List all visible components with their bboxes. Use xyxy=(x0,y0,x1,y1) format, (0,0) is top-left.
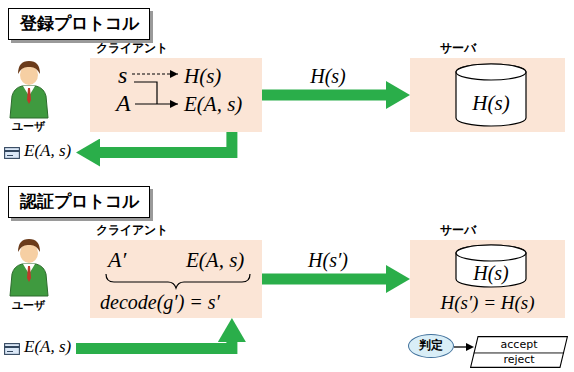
decision-ellipse: 判定 xyxy=(408,334,454,358)
user-tie xyxy=(27,88,31,104)
edge-label: H(s) xyxy=(308,65,348,88)
math-expression: H(s′) = H(s) xyxy=(440,292,534,314)
user-label: ユーザ xyxy=(12,300,45,313)
server-box: サーバH(s) xyxy=(410,58,565,132)
card-icon: E(A, s) xyxy=(4,338,76,359)
user-face xyxy=(20,65,38,85)
server-box: サーバH(s′) = H(s)H(s) xyxy=(410,240,565,318)
math-symbol: s xyxy=(118,62,127,90)
result-parallelogram: accept reject xyxy=(470,336,568,368)
user-shirt xyxy=(23,264,35,274)
node-text: 登録プロトコル xyxy=(20,14,139,34)
hash-arrow xyxy=(132,73,178,74)
underbrace xyxy=(106,274,250,288)
flow-arrow xyxy=(90,132,232,153)
math-expression: E(A, s) xyxy=(184,92,242,116)
section-title: 登録プロトコル xyxy=(8,8,150,40)
parallelogram xyxy=(471,337,568,368)
user-face xyxy=(20,243,38,263)
cylinder-body xyxy=(456,64,526,126)
card-stripe xyxy=(5,346,20,348)
box-heading: クライアント xyxy=(96,224,168,238)
math-expression: H(s) xyxy=(184,64,221,88)
card-graphic xyxy=(4,343,20,355)
user-body xyxy=(10,86,48,118)
cylinder-body xyxy=(456,245,526,287)
card-line xyxy=(7,155,13,156)
card-body xyxy=(5,147,20,158)
user-hair xyxy=(18,239,40,252)
flow-arrow xyxy=(76,332,232,349)
card-line xyxy=(7,351,13,352)
result-text: accept xyxy=(501,339,538,352)
math-expression: E(A, s) xyxy=(24,337,71,357)
client-box: クライアントA′E(A, s)decode(g′) = s′ xyxy=(90,240,262,318)
client-box: クライアントsAH(s)E(A, s) xyxy=(90,58,262,132)
edge-label: H(s′) xyxy=(306,249,350,272)
node-text: 認証プロトコル xyxy=(20,192,139,212)
math-expression: E(A, s) xyxy=(186,248,244,272)
user-icon xyxy=(10,61,48,118)
database-cylinder: H(s) xyxy=(455,244,527,288)
user-icon xyxy=(10,239,48,296)
card-icon: E(A, s) xyxy=(4,142,76,163)
encode-arrow xyxy=(135,103,178,104)
section-title: 認証プロトコル xyxy=(8,186,150,218)
decision-arrow xyxy=(454,346,471,347)
math-expression: decode(g′) = s′ xyxy=(100,291,220,314)
input-bracket xyxy=(134,82,157,104)
database-cylinder: H(s) xyxy=(455,63,527,127)
card-stripe xyxy=(5,150,20,152)
cylinder-top xyxy=(456,245,526,261)
box-heading: サーバ xyxy=(440,42,476,56)
user-shirt xyxy=(23,86,35,96)
box-heading: サーバ xyxy=(440,224,476,238)
cylinder-top xyxy=(456,64,526,80)
user-tie xyxy=(27,266,31,282)
flow-arrow xyxy=(262,90,396,101)
box-heading: クライアント xyxy=(96,42,168,56)
math-expression: H(s) xyxy=(473,262,509,285)
node-text: 判定 xyxy=(419,339,443,353)
math-expression: H(s) xyxy=(472,91,509,115)
card-graphic xyxy=(4,147,20,159)
flow-arrow xyxy=(262,274,396,285)
math-expression: E(A, s) xyxy=(24,141,71,161)
user-body xyxy=(10,264,48,296)
math-symbol: A′ xyxy=(108,247,126,272)
user-label: ユーザ xyxy=(12,121,45,134)
user-hair xyxy=(18,61,40,74)
card-body xyxy=(5,343,20,354)
result-text: reject xyxy=(503,354,534,367)
math-symbol: A xyxy=(116,90,131,118)
